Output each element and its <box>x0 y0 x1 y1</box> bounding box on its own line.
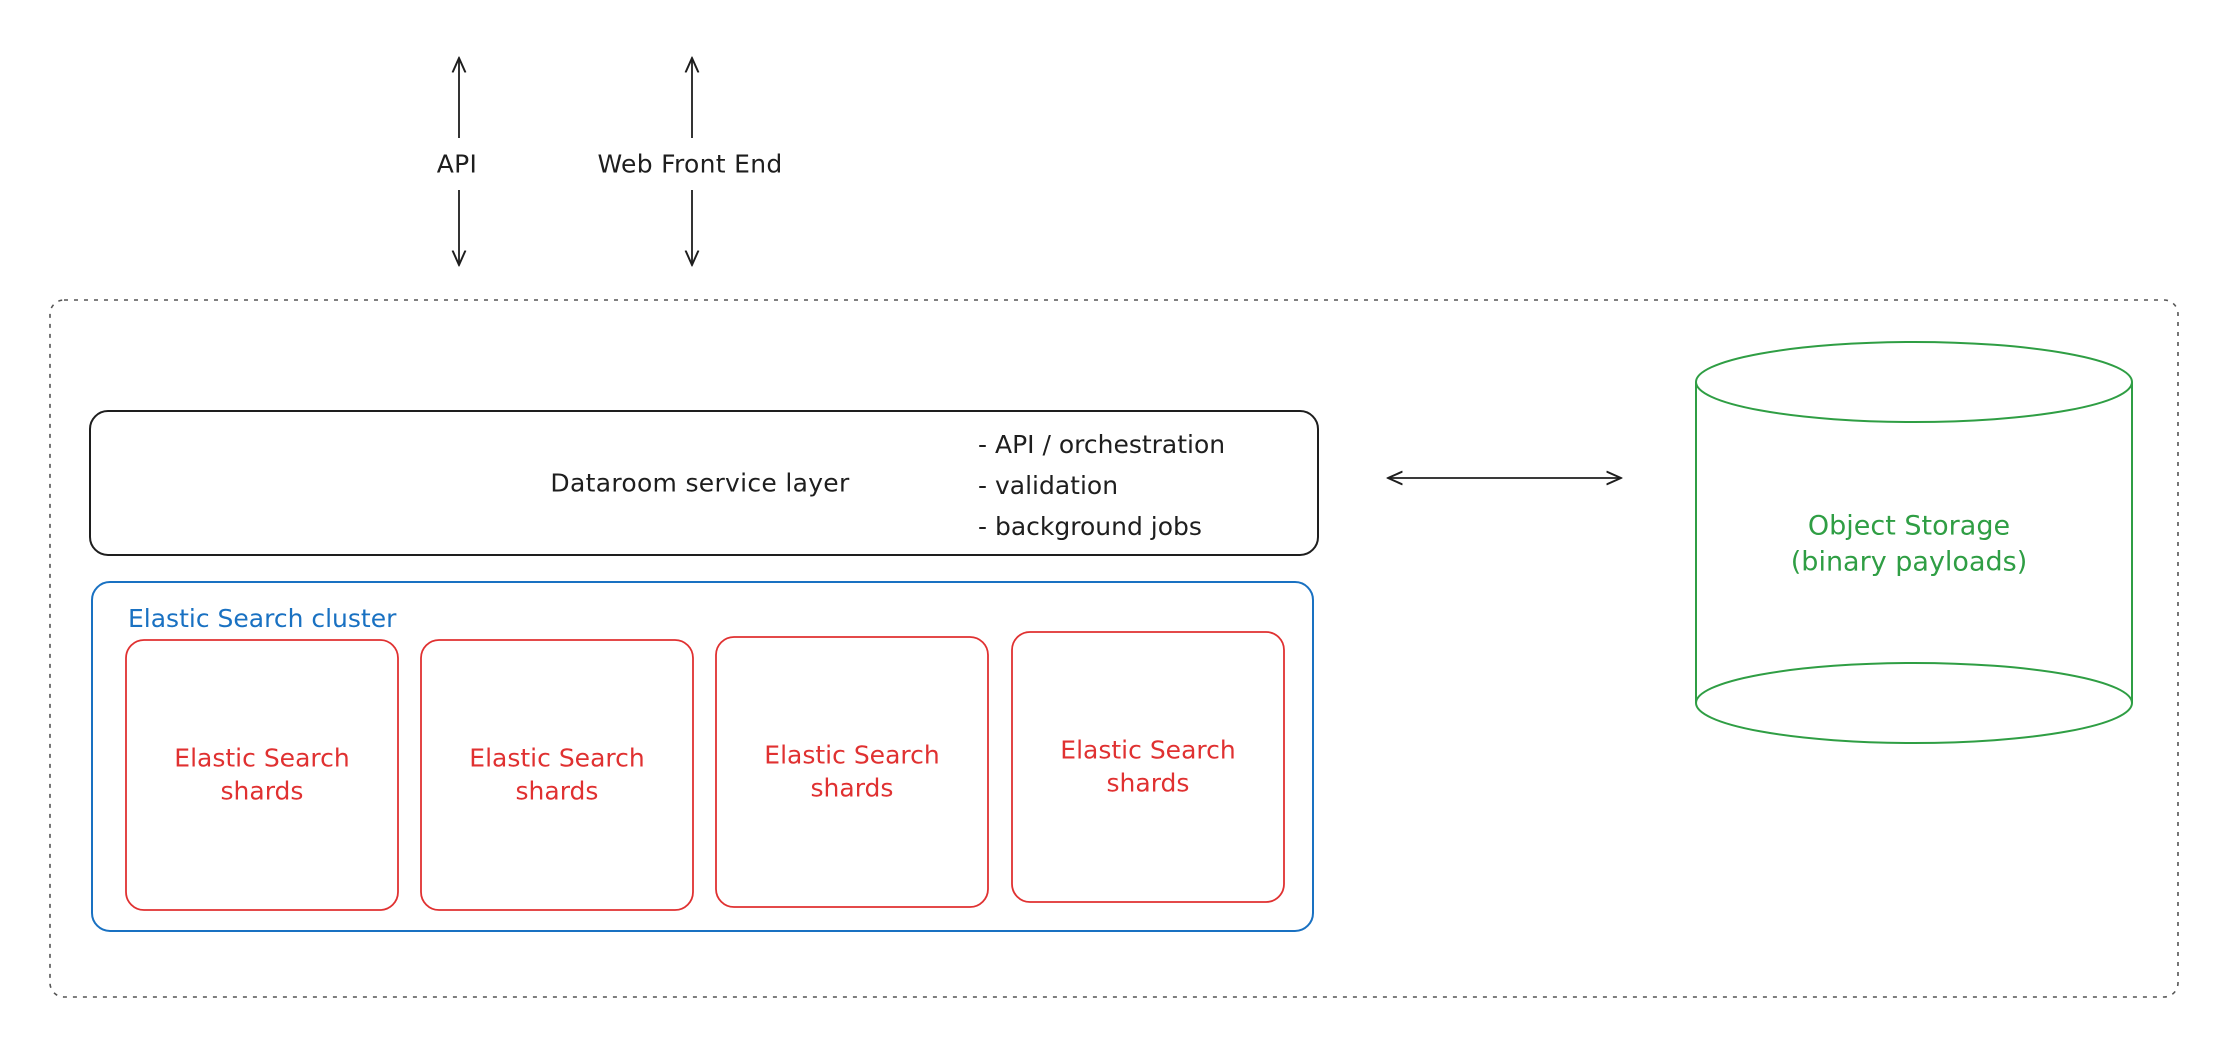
shard-label-line2: shards <box>1106 768 1190 797</box>
es-cluster-box <box>91 581 1314 932</box>
service-layer-bullet-list: - API / orchestration - validation - bac… <box>978 424 1225 547</box>
es-shard-label-1: Elastic Search shards <box>174 743 349 808</box>
shard-label-line1: Elastic Search <box>469 743 645 773</box>
service-layer-title: Dataroom service layer <box>550 468 850 498</box>
es-shard-label-3: Elastic Search shards <box>764 740 939 805</box>
shard-label-line1: Elastic Search <box>764 740 940 770</box>
es-shard-box-4 <box>1011 631 1285 903</box>
shard-label-line2: shards <box>220 776 304 805</box>
shard-label-line1: Elastic Search <box>1060 735 1236 765</box>
shard-label-line1: Elastic Search <box>174 743 350 773</box>
object-storage-line1: Object Storage <box>1807 510 2011 542</box>
api-label: API <box>436 149 478 179</box>
es-shard-label-2: Elastic Search shards <box>469 743 644 808</box>
shard-label-line2: shards <box>810 773 894 802</box>
service-layer-box <box>89 410 1319 556</box>
shard-label-line2: shards <box>515 776 599 805</box>
es-cluster-label: Elastic Search cluster <box>128 604 397 633</box>
object-storage-label: Object Storage (binary payloads) <box>1791 509 2027 582</box>
bullet-background-jobs: - background jobs <box>978 512 1202 541</box>
es-shard-box-3 <box>715 636 989 908</box>
es-shard-box-1 <box>125 639 399 911</box>
system-boundary <box>49 299 2179 998</box>
object-storage-cylinder <box>1695 341 2133 744</box>
es-shard-box-2 <box>420 639 694 911</box>
bullet-api-orchestration: - API / orchestration <box>978 430 1226 459</box>
es-shard-label-4: Elastic Search shards <box>1060 735 1235 800</box>
object-storage-line2: (binary payloads) <box>1790 547 2028 578</box>
bullet-validation: - validation <box>978 471 1119 500</box>
web-front-end-label: Web Front End <box>597 149 783 179</box>
